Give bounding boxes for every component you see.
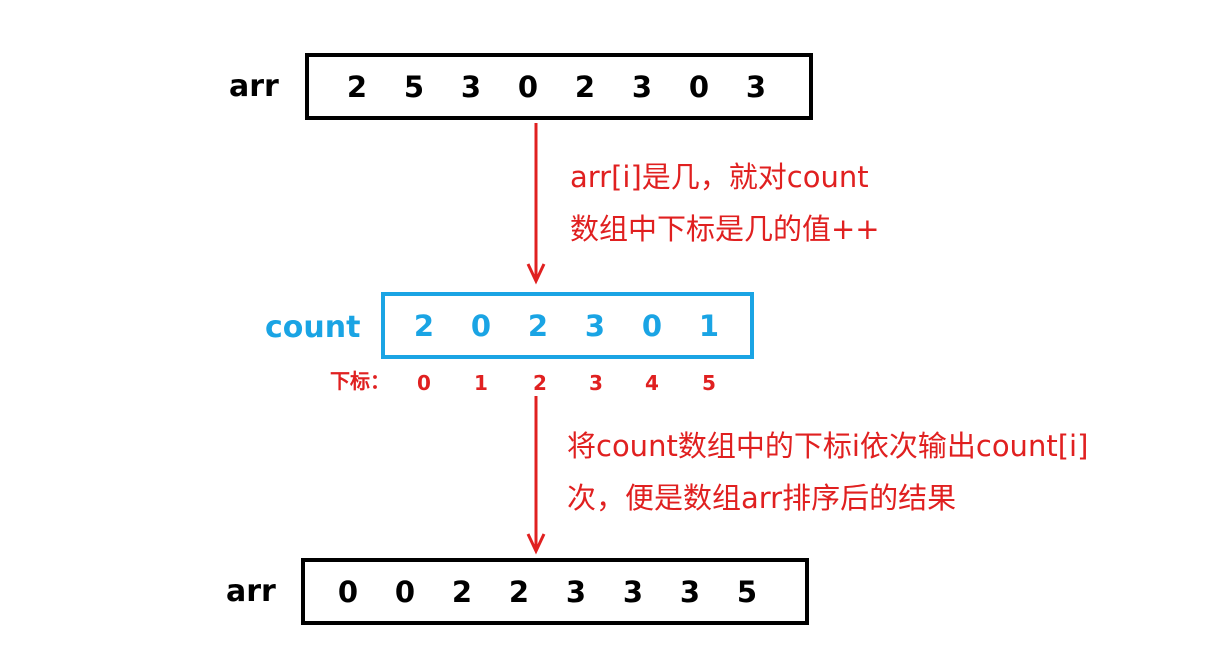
index-value: 1 (474, 371, 488, 395)
input-array-cell: 2 (346, 70, 368, 104)
index-row-label: 下标： (330, 369, 390, 393)
output-array-cell: 0 (337, 575, 359, 609)
input-array-cell: 0 (517, 70, 539, 104)
input-array-cell: 3 (745, 70, 767, 104)
input-array-cell: 3 (631, 70, 653, 104)
count-array-cell: 1 (698, 309, 720, 343)
step1-note-line1: arr[i]是几，就对count (570, 160, 869, 194)
index-value: 5 (702, 371, 716, 395)
output-array-box (301, 558, 809, 625)
count-array-cell: 3 (584, 309, 606, 343)
input-array-cell: 0 (688, 70, 710, 104)
output-array-cell: 2 (508, 575, 530, 609)
output-array-cell: 3 (565, 575, 587, 609)
count-array-box (381, 292, 754, 359)
index-value: 0 (417, 371, 431, 395)
count-array-cell: 2 (413, 309, 435, 343)
step1-note-line2: 数组中下标是几的值++ (570, 212, 880, 246)
input-array-cell: 5 (403, 70, 425, 104)
input-array-label: arr (229, 69, 279, 104)
output-array-label: arr (226, 574, 276, 609)
count-array-label: count (265, 310, 361, 345)
output-array-cell: 0 (394, 575, 416, 609)
count-array-cell: 0 (641, 309, 663, 343)
index-value: 3 (589, 371, 603, 395)
input-array-cell: 3 (460, 70, 482, 104)
output-array-cell: 5 (736, 575, 758, 609)
input-array-cell: 2 (574, 70, 596, 104)
count-array-cell: 0 (470, 309, 492, 343)
step2-note-line2: 次，便是数组arr排序后的结果 (567, 481, 957, 515)
index-value: 4 (645, 371, 659, 395)
count-array-cell: 2 (527, 309, 549, 343)
output-array-cell: 3 (679, 575, 701, 609)
input-array-box (305, 53, 813, 120)
output-array-cell: 2 (451, 575, 473, 609)
arrow-arr-to-count (526, 123, 546, 285)
step2-note-line1: 将count数组中的下标i依次输出count[i] (567, 429, 1089, 463)
index-value: 2 (533, 371, 547, 395)
output-array-cell: 3 (622, 575, 644, 609)
arrow-count-to-result (526, 396, 546, 555)
